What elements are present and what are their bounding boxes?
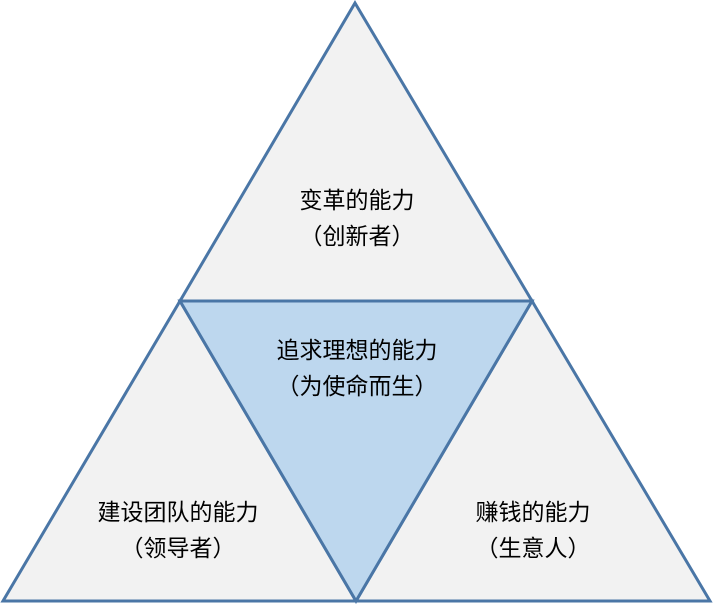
right-label: 赚钱的能力 （生意人） (476, 495, 591, 567)
top-title: 变革的能力 (299, 188, 415, 214)
top-label: 变革的能力 （创新者） (300, 183, 415, 255)
left-label: 建设团队的能力 （领导者） (98, 495, 259, 567)
center-title: 追求理想的能力 (276, 338, 438, 364)
center-label: 追求理想的能力 （为使命而生） (277, 333, 438, 405)
right-subtitle: （生意人） (475, 536, 591, 562)
left-subtitle: （领导者） (120, 536, 236, 562)
left-title: 建设团队的能力 (97, 500, 259, 526)
center-subtitle: （为使命而生） (276, 374, 438, 400)
right-title: 赚钱的能力 (475, 500, 591, 526)
center-triangle (177, 299, 535, 604)
top-subtitle: （创新者） (299, 224, 415, 250)
top-triangle (177, 0, 535, 303)
